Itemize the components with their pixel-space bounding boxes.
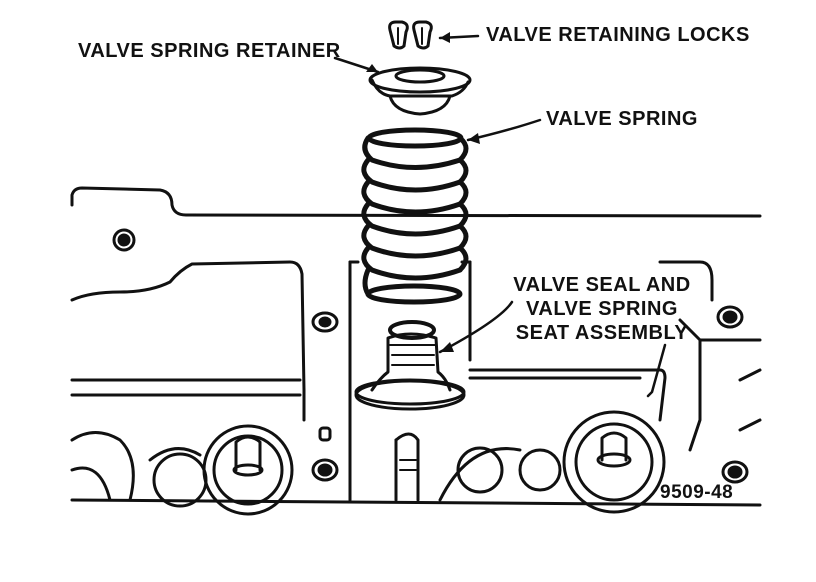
port-circles-left — [70, 431, 208, 508]
port-circles-center — [438, 446, 562, 502]
label-valve-retaining-locks: VALVE RETAINING LOCKS — [486, 24, 750, 46]
threaded-hole-left — [112, 228, 136, 252]
valve-stem-left — [202, 424, 294, 516]
valve-retaining-locks — [388, 20, 433, 50]
threaded-hole-mid-upper — [311, 311, 339, 333]
valve-seal-assembly — [354, 320, 466, 411]
label-valve-seal-line2: VALVE SPRING — [526, 298, 678, 320]
leader-arrowheads — [366, 32, 480, 352]
threaded-hole-right — [716, 305, 744, 329]
label-valve-seal-line1: VALVE SEAL AND — [513, 274, 691, 296]
dowel-pin — [318, 426, 332, 442]
figure-number: 9509-48 — [660, 482, 734, 503]
label-valve-seal-line3: SEAT ASSEMBLY — [515, 322, 689, 344]
valve-stem-right — [562, 410, 666, 514]
valve-stem-center — [394, 432, 420, 502]
label-valve-spring-retainer: VALVE SPRING RETAINER — [78, 40, 341, 62]
threaded-hole-mid-lower — [311, 458, 339, 482]
valve-spring — [361, 127, 469, 305]
valve-spring-retainer — [368, 66, 472, 116]
cylinder-head-outline — [70, 186, 762, 507]
threaded-hole-right-lower — [721, 460, 749, 484]
label-valve-spring: VALVE SPRING — [546, 108, 698, 130]
